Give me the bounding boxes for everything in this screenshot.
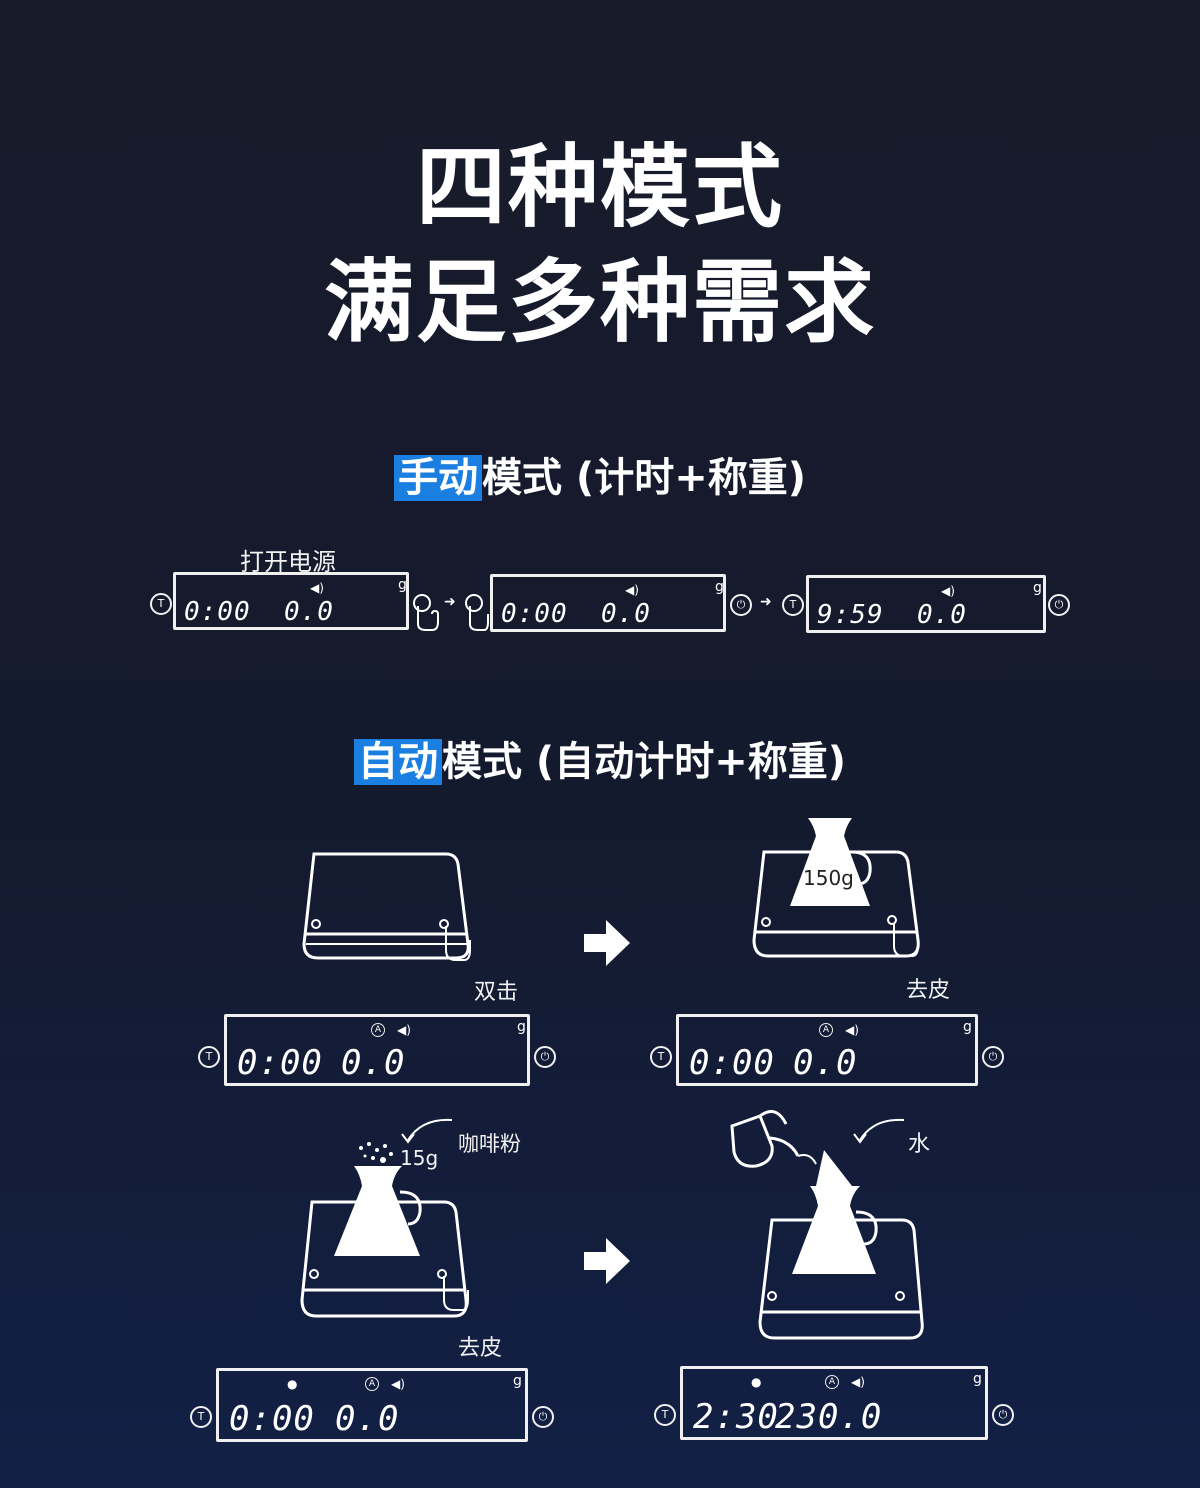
speaker-icon: ◀) [941, 584, 955, 598]
pointing-hand-icon [465, 594, 489, 631]
time-readout: 0:00 [184, 597, 251, 627]
pointing-hand-icon [413, 594, 439, 631]
weight-readout: 0.0 [793, 1043, 858, 1083]
page-title-line1: 四种模式 [416, 135, 784, 240]
manual-mode-rest: 模式 (计时+称重) [481, 455, 806, 501]
auto-mode-heading: 自动模式 (自动计时+称重) [0, 739, 1200, 785]
auto-mode-rest: 模式 (自动计时+称重) [441, 739, 846, 785]
weight-readout: 230.0 [775, 1397, 883, 1437]
auto-display-1: A ◀) g 0:00 0.0 [224, 1014, 530, 1086]
auto-indicator-icon: A [365, 1377, 379, 1391]
auto-mode-highlight: 自动 [353, 739, 442, 785]
coffee-powder-label: 咖啡粉 [458, 1132, 521, 1156]
arrow-right-icon: ➜ [760, 594, 772, 610]
weight-readout: 0.0 [917, 600, 967, 630]
auto-display-4: ● A ◀) g 2:30 230.0 [680, 1366, 988, 1440]
speaker-icon: ◀) [397, 1023, 411, 1037]
speaker-icon: ◀) [845, 1023, 859, 1037]
time-readout: 0:00 [229, 1399, 315, 1439]
page-title-line2: 满足多种需求 [324, 250, 876, 355]
timer-button-icon: T [782, 594, 804, 616]
double-click-label: 双击 [474, 980, 519, 1005]
unit-label: g [398, 577, 407, 593]
weight-readout: 0.0 [601, 599, 651, 629]
unit-label: g [517, 1019, 526, 1035]
curved-arrow-icon [853, 1118, 905, 1144]
tare-label-2: 去皮 [458, 1336, 503, 1361]
arrow-right-icon [584, 920, 630, 966]
weight-readout: 0.0 [341, 1043, 406, 1083]
drop-icon: ● [751, 1375, 762, 1389]
manual-display-2: ◀) g 0:00 0.0 [490, 574, 726, 632]
manual-mode-highlight: 手动 [393, 455, 482, 501]
manual-display-3: ◀) g 9:59 0.0 [806, 575, 1046, 633]
speaker-icon: ◀) [310, 581, 324, 595]
speaker-icon: ◀) [391, 1377, 405, 1391]
power-button-icon: ⏻ [982, 1046, 1004, 1068]
unit-label: g [973, 1371, 982, 1387]
power-button-icon: ⏻ [730, 594, 752, 616]
timer-button-icon: T [190, 1406, 212, 1428]
power-button-icon: ⏻ [1048, 594, 1070, 616]
arrow-right-icon: ➜ [444, 594, 456, 610]
arrow-right-icon [584, 1238, 630, 1284]
auto-indicator-icon: A [825, 1375, 839, 1389]
time-readout: 0:00 [501, 599, 568, 629]
auto-display-3: ● A ◀) g 0:00 0.0 [216, 1368, 528, 1442]
scale-with-cup-illustration [300, 1166, 469, 1318]
unit-label: g [513, 1373, 522, 1389]
tare-label-1: 去皮 [906, 978, 951, 1003]
power-on-label: 打开电源 [240, 548, 336, 576]
auto-indicator-icon: A [819, 1023, 833, 1037]
unit-label: g [1033, 580, 1042, 596]
kettle-icon [730, 1110, 817, 1168]
unit-label: g [715, 579, 724, 595]
time-readout: 9:59 [817, 600, 884, 630]
curved-arrow-icon [401, 1118, 453, 1144]
weight-readout: 0.0 [284, 597, 334, 627]
coffee-weight-label: 15g [400, 1146, 439, 1170]
power-button-icon: ⏻ [532, 1406, 554, 1428]
manual-display-1: ◀) g 0:00 0.0 [173, 572, 409, 630]
time-readout: 2:30 [693, 1397, 779, 1437]
timer-button-icon: T [198, 1046, 220, 1068]
scale-with-dripper-illustration [758, 1150, 924, 1340]
auto-indicator-icon: A [371, 1023, 385, 1037]
coffee-grounds-icon [359, 1142, 393, 1163]
timer-button-icon: T [654, 1404, 676, 1426]
speaker-icon: ◀) [625, 583, 639, 597]
time-readout: 0:00 [689, 1043, 775, 1083]
scale-illustration [302, 852, 471, 961]
unit-label: g [963, 1019, 972, 1035]
manual-mode-heading: 手动模式 (计时+称重) [0, 455, 1200, 501]
power-button-icon: ⏻ [534, 1046, 556, 1068]
drop-icon: ● [287, 1377, 298, 1391]
power-button-icon: ⏻ [992, 1404, 1014, 1426]
water-label: 水 [908, 1132, 931, 1157]
timer-button-icon: T [650, 1046, 672, 1068]
auto-display-2: A ◀) g 0:00 0.0 [676, 1014, 978, 1086]
cup-weight-label: 150g [803, 866, 854, 890]
time-readout: 0:00 [237, 1043, 323, 1083]
timer-button-icon: T [150, 593, 172, 615]
weight-readout: 0.0 [335, 1399, 400, 1439]
scale-with-cup-illustration [752, 818, 920, 958]
speaker-icon: ◀) [851, 1375, 865, 1389]
